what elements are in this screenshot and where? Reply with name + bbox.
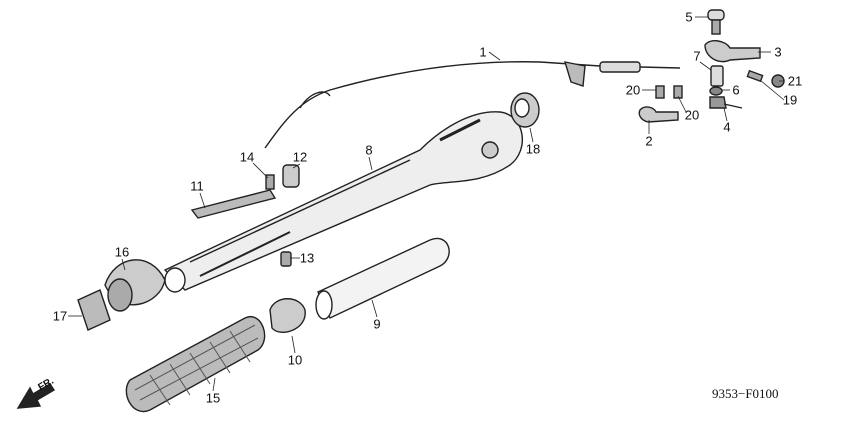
callout-19: 19	[782, 92, 798, 108]
lever-part	[190, 189, 277, 219]
callout-4: 4	[723, 119, 731, 135]
screw-part-19	[746, 69, 764, 83]
bolt-part-20b	[673, 85, 683, 99]
diagram-code: 9353−F0100	[712, 386, 779, 401]
callout-11: 11	[190, 178, 204, 194]
bolt-part-20a	[655, 85, 665, 99]
callout-21: 21	[787, 73, 803, 89]
throttle-cable	[264, 61, 681, 149]
switch-part	[269, 298, 306, 333]
callout-6: 6	[732, 82, 740, 98]
callout-15: 15	[205, 390, 221, 406]
grip-end-part	[77, 289, 111, 331]
screw-part	[280, 251, 292, 267]
callout-12: 12	[292, 149, 308, 165]
throttle-arm-part	[704, 40, 761, 63]
callout-8: 8	[365, 142, 373, 158]
tiller-handle-part	[163, 111, 524, 291]
callout-18: 18	[525, 141, 541, 157]
callout-14: 14	[239, 149, 255, 165]
callout-9: 9	[373, 316, 381, 332]
callout-20b: 20	[684, 107, 700, 123]
washer-part	[709, 86, 723, 96]
spring-part	[709, 96, 743, 109]
callout-16: 16	[114, 244, 130, 260]
callout-13: 13	[299, 250, 315, 266]
callout-2: 2	[645, 133, 653, 149]
callout-10: 10	[287, 352, 303, 368]
cable-holder-part	[282, 164, 300, 188]
callout-17: 17	[52, 308, 68, 324]
front-arrow-icon	[16, 383, 55, 409]
bracket-part	[638, 106, 679, 123]
callout-5: 5	[685, 9, 693, 25]
throttle-grip-part	[125, 315, 266, 413]
callout-7: 7	[693, 48, 701, 64]
bolt-part	[707, 9, 725, 21]
cable-bracket-clip	[563, 61, 586, 87]
pin-part	[265, 174, 275, 190]
callout-20a: 20	[625, 82, 641, 98]
cable-adjuster	[599, 61, 641, 73]
callout-1: 1	[479, 44, 487, 60]
collar-part	[710, 65, 724, 87]
throttle-pipe-part	[317, 237, 450, 319]
callout-3: 3	[774, 44, 782, 60]
